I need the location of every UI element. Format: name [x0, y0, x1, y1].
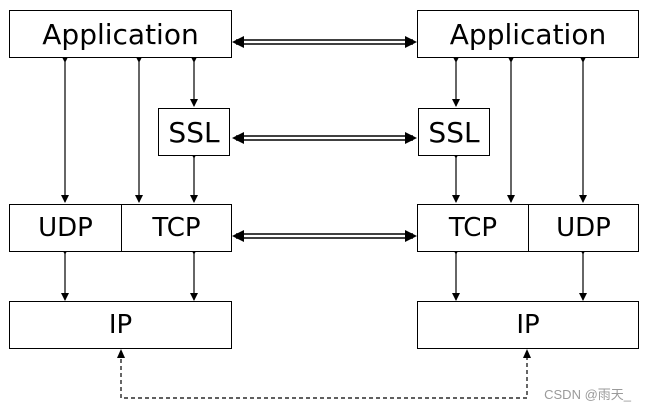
left-udp-cell: UDP	[10, 205, 121, 251]
right-application-box: Application	[417, 10, 639, 58]
left-udp-label: UDP	[38, 213, 93, 243]
left-tcp-label: TCP	[152, 213, 201, 243]
right-tcp-cell: TCP	[418, 205, 528, 251]
right-ip-box: IP	[417, 301, 639, 349]
right-tcp-label: TCP	[448, 213, 498, 243]
left-application-box: Application	[9, 10, 232, 58]
ip-link-arrowhead-right	[523, 349, 531, 358]
right-udp-label: UDP	[556, 213, 611, 243]
ip-link-arrowhead-left	[117, 349, 125, 358]
watermark-text: CSDN @雨天_	[544, 387, 631, 402]
left-ssl-label: SSL	[168, 115, 220, 149]
right-ssl-box: SSL	[418, 108, 490, 156]
left-ip-label: IP	[108, 310, 133, 340]
left-application-label: Application	[42, 17, 199, 51]
right-transport-divider	[528, 205, 529, 251]
peer-arrow-tcp	[232, 230, 417, 242]
ip-dashed-link	[120, 352, 528, 399]
left-tcp-cell: TCP	[122, 205, 231, 251]
left-ip-box: IP	[9, 301, 232, 349]
left-ssl-box: SSL	[158, 108, 230, 156]
right-transport-box: TCP UDP	[417, 204, 639, 252]
peer-arrow-ssl	[232, 132, 417, 144]
peer-arrow-application	[232, 36, 417, 48]
right-ip-label: IP	[516, 310, 540, 340]
left-transport-box: UDP TCP	[9, 204, 232, 252]
right-application-label: Application	[449, 17, 607, 51]
right-ssl-label: SSL	[428, 115, 480, 149]
left-transport-divider	[121, 205, 122, 251]
right-udp-cell: UDP	[529, 205, 638, 251]
